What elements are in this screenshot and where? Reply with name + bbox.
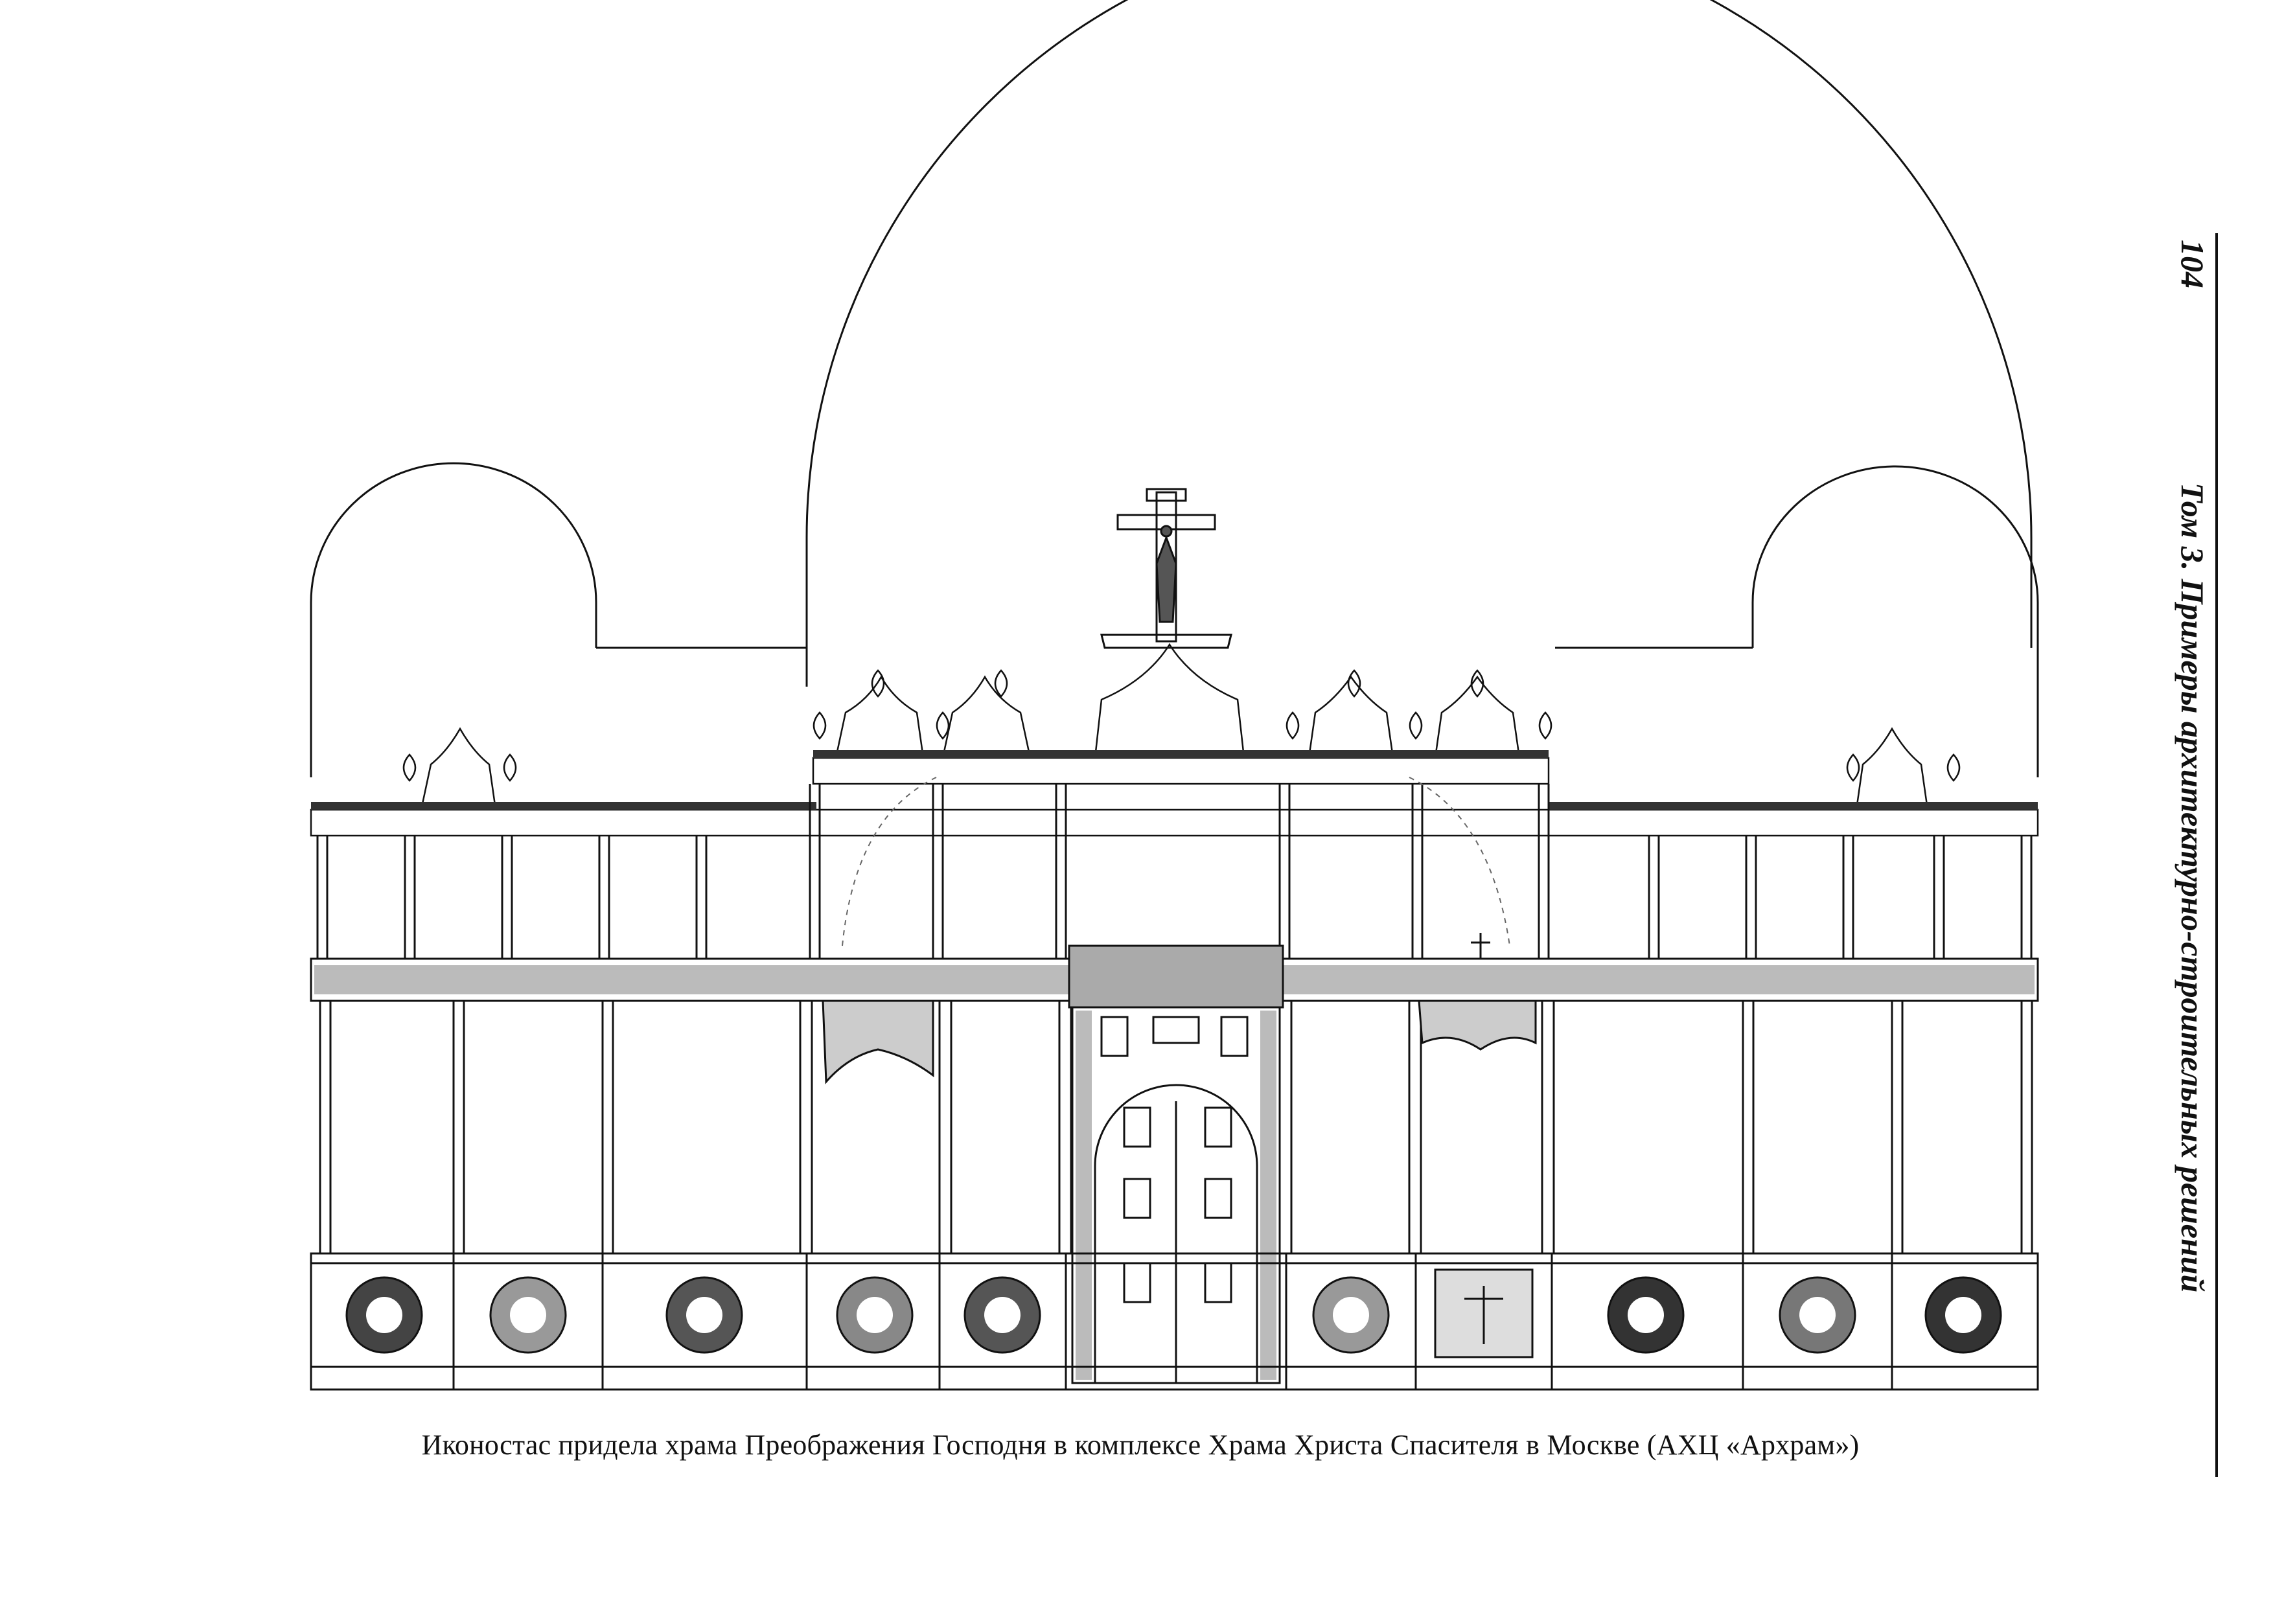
onion-dome-icon [1286, 711, 1300, 740]
running-header: Том 3. Примеры архитектурно-строительных… [2174, 483, 2211, 1293]
rosettes [345, 1276, 2002, 1354]
onion-dome-icon [402, 753, 417, 782]
crucifix-icon [1100, 488, 1232, 649]
royal-doors-icon [1068, 944, 1284, 1384]
construction-arcs [842, 777, 1510, 946]
page-number: 104 [2174, 240, 2211, 288]
door-canopies [822, 933, 1537, 1084]
onion-dome-icon [994, 669, 1008, 698]
onion-dome-icon [503, 753, 517, 782]
upper-columns [316, 784, 2033, 959]
onion-dome-icon [936, 711, 950, 740]
onion-domes [402, 669, 1961, 782]
header-rule [2215, 233, 2218, 1477]
onion-dome-icon [1946, 753, 1961, 782]
onion-dome-icon [1538, 711, 1552, 740]
figure-caption: Иконостас придела храма Преображения Гос… [421, 1429, 1860, 1461]
onion-dome-icon [813, 711, 827, 740]
plinth [310, 1252, 2039, 1391]
cross-panel [1434, 1268, 1534, 1358]
arch-outlines [310, 0, 2039, 777]
onion-dome-icon [1347, 669, 1361, 698]
onion-dome-icon [1470, 669, 1484, 698]
onion-dome-icon [871, 669, 885, 698]
onion-dome-icon [1409, 711, 1423, 740]
crestings [311, 750, 2038, 810]
onion-dome-icon [1846, 753, 1860, 782]
